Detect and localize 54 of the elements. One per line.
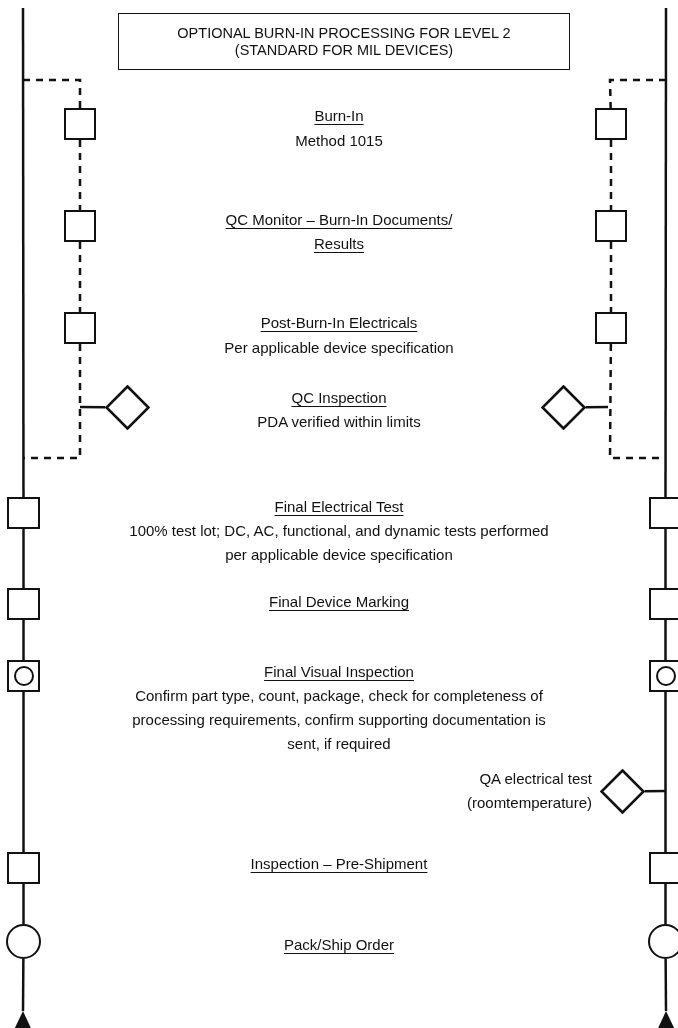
process-square xyxy=(595,210,627,242)
connector-line xyxy=(22,529,25,588)
connector-line xyxy=(585,405,608,409)
step-heading: QC Inspection xyxy=(290,388,388,408)
connector-line xyxy=(22,620,25,660)
dashed-connector xyxy=(23,78,82,108)
process-square xyxy=(595,312,627,344)
process-square xyxy=(64,210,96,242)
operation-circle xyxy=(6,924,41,959)
heading-text: OPTIONAL BURN-IN PROCESSING FOR LEVEL 2 (STANDARD FOR MIL DEVICES) xyxy=(176,24,512,59)
process-square xyxy=(649,497,678,529)
step-heading: Post-Burn-In Electricals xyxy=(259,313,419,333)
heading-box xyxy=(118,13,570,70)
connector-line xyxy=(22,884,25,924)
step-heading: Burn-In xyxy=(313,106,365,126)
dashed-connector xyxy=(609,140,613,210)
step-heading: Final Device Marking xyxy=(267,592,410,612)
step-description: PDA verified within limits xyxy=(256,412,422,432)
line-end-triangle xyxy=(658,959,675,1028)
connector-line xyxy=(664,692,667,852)
process-square xyxy=(64,312,96,344)
dashed-connector xyxy=(608,78,666,109)
step-heading: Inspection – Pre-Shipment xyxy=(249,854,429,874)
step-description: 100% test lot; DC, AC, functional, and dynamic tests performed per applicable device specification xyxy=(128,521,550,565)
connector-line xyxy=(664,529,667,588)
process-square xyxy=(649,588,678,620)
process-square xyxy=(7,852,40,884)
step-description: Confirm part type, count, package, check for completeness of processing requirements, confirm supporting documentation is sent, if required xyxy=(131,686,547,754)
connector-line xyxy=(21,8,25,497)
step-heading: Pack/Ship Order xyxy=(282,935,395,955)
dashed-connector xyxy=(78,242,82,312)
step-heading: Final Visual Inspection xyxy=(263,662,415,682)
process-square xyxy=(7,497,40,529)
process-square xyxy=(595,108,627,140)
step-heading: QC Monitor – Burn-In Documents/ Results xyxy=(224,210,454,254)
connector-line xyxy=(22,692,25,852)
inspection-symbol xyxy=(649,660,678,692)
dashed-connector xyxy=(609,242,613,312)
line-end-triangle xyxy=(14,959,31,1028)
operation-circle xyxy=(648,924,678,959)
connector-line xyxy=(80,405,106,409)
inspection-symbol xyxy=(7,660,40,692)
step-note: QA electrical test (roomtemperature) xyxy=(465,769,592,813)
connector-line xyxy=(644,789,666,793)
process-square xyxy=(7,588,40,620)
step-description: Per applicable device specification xyxy=(223,338,455,358)
connector-line xyxy=(664,884,667,924)
process-square xyxy=(64,108,96,140)
connector-line xyxy=(664,620,667,660)
dashed-connector xyxy=(78,140,82,210)
process-square xyxy=(649,852,678,884)
step-description: Method 1015 xyxy=(294,131,384,151)
connector-line xyxy=(664,8,668,497)
step-heading: Final Electrical Test xyxy=(273,497,405,517)
